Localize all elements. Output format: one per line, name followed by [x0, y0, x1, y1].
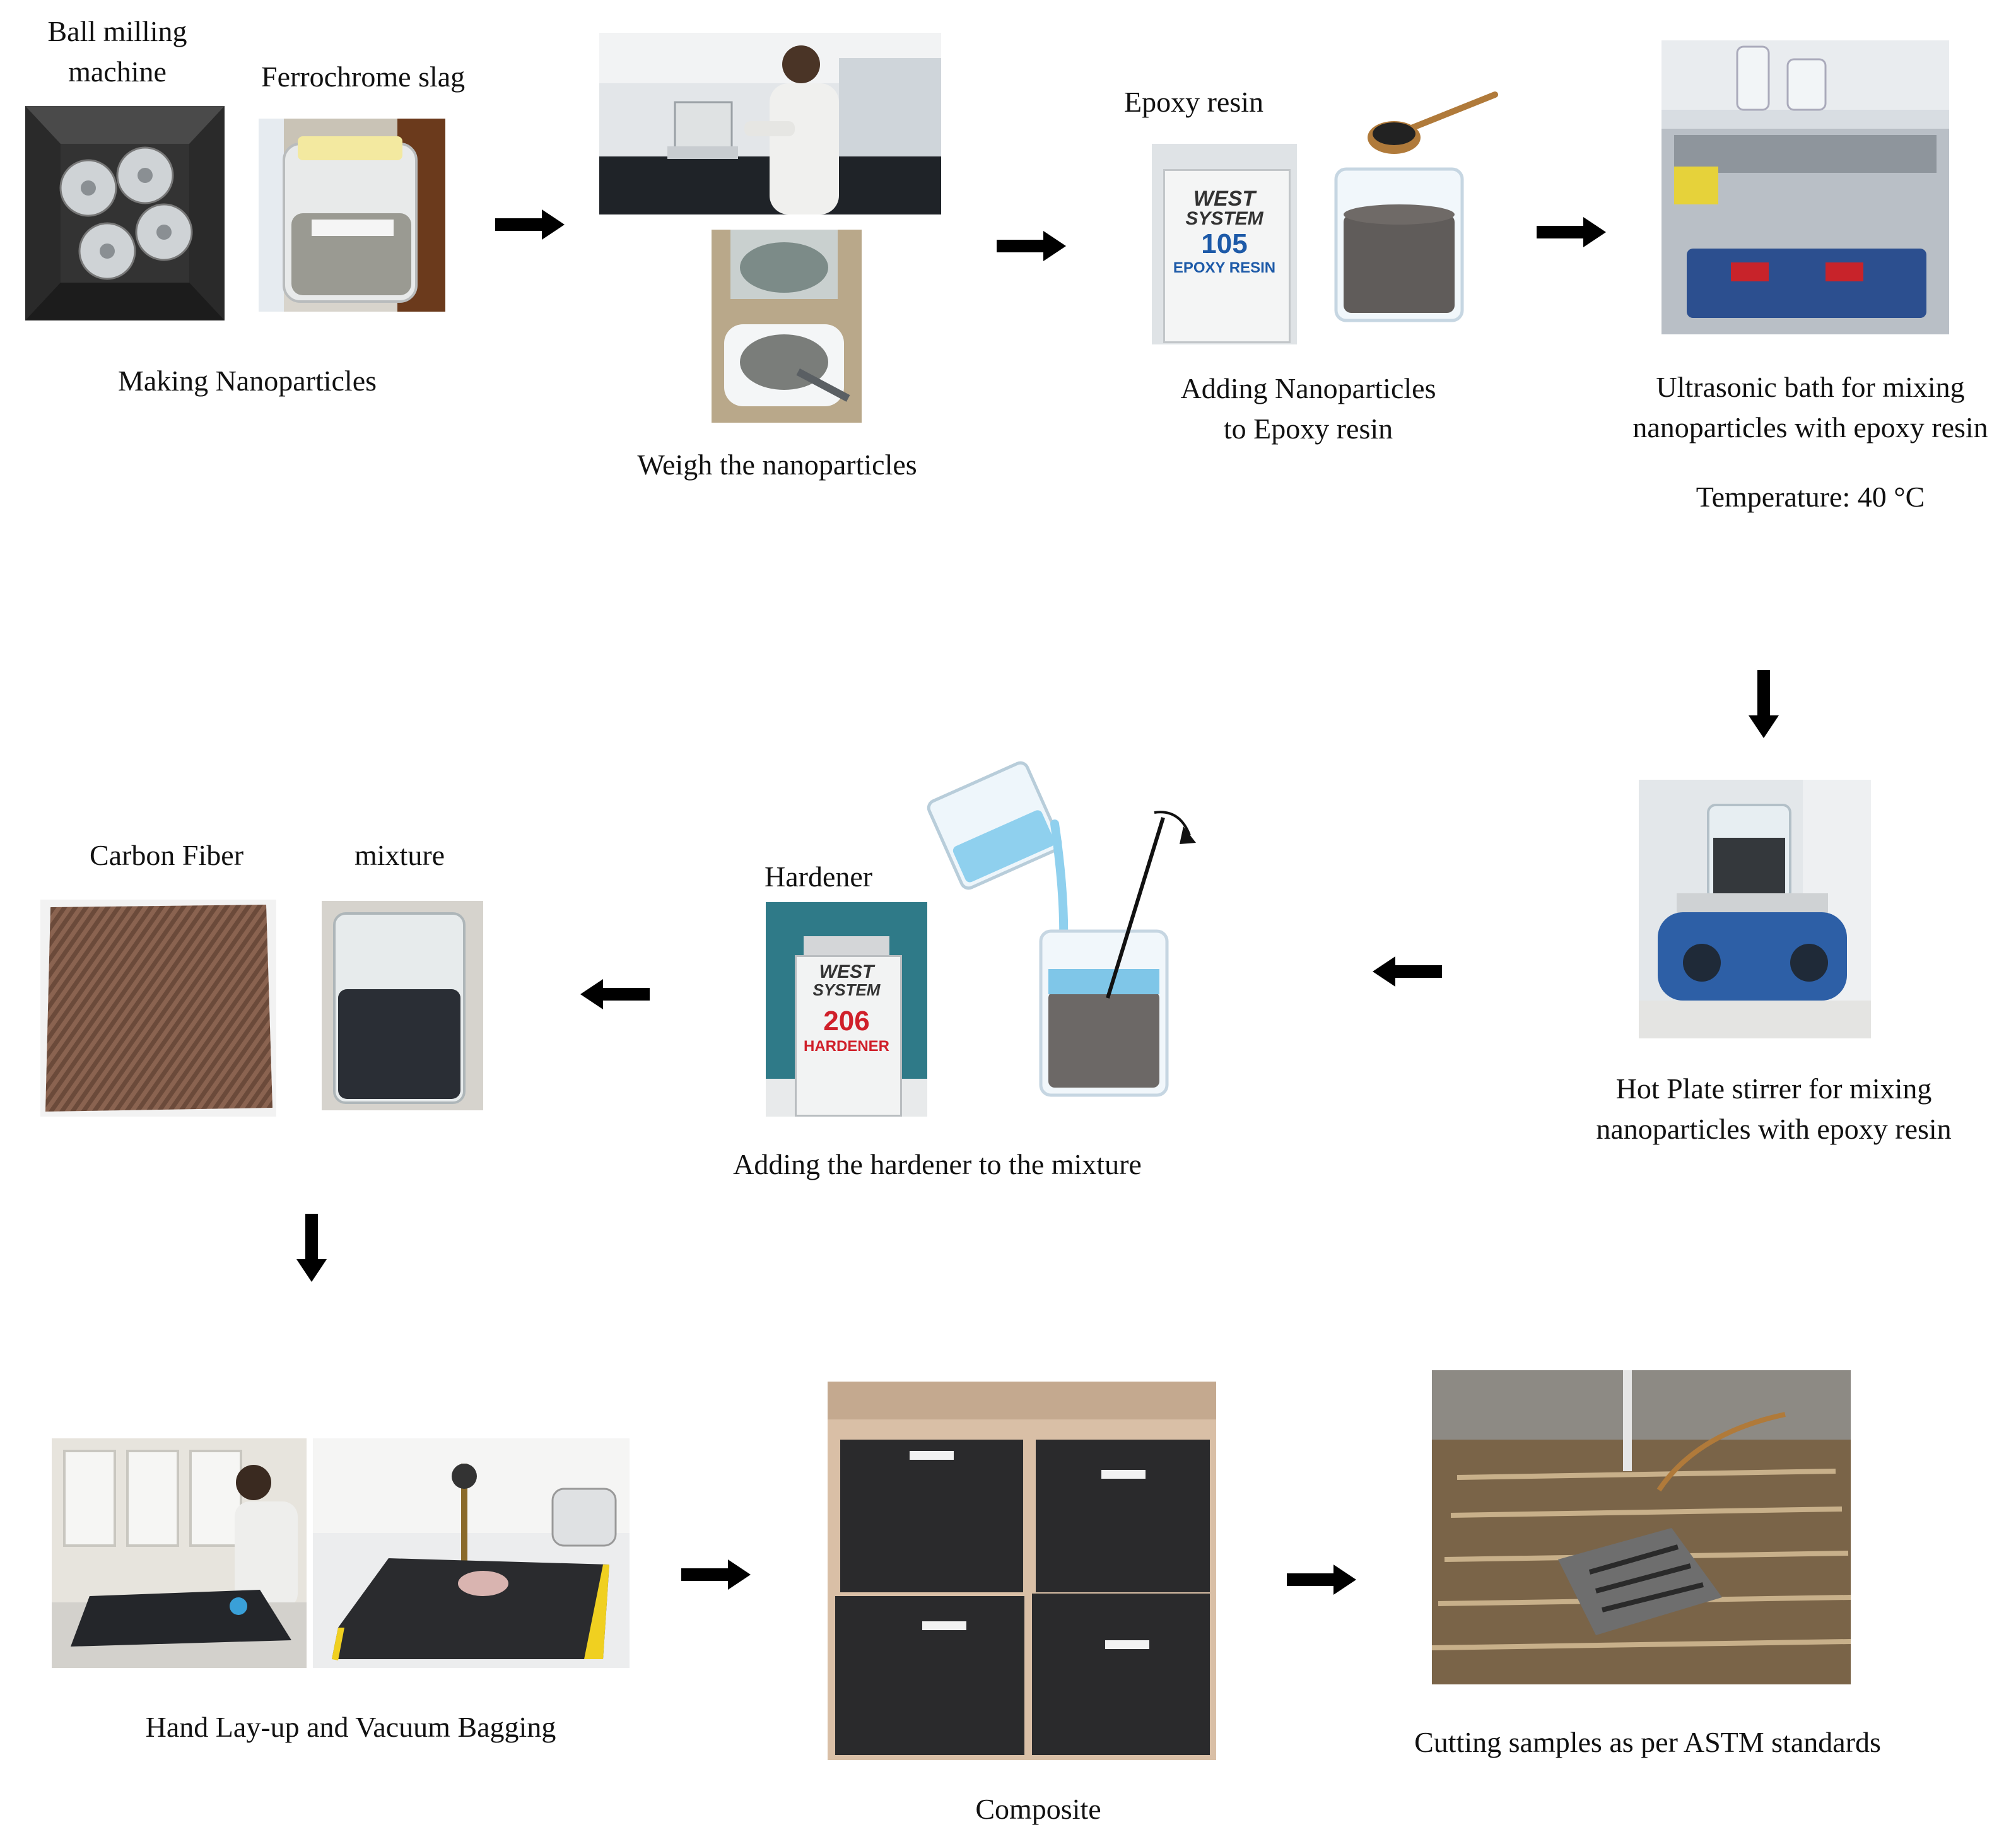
down-arrow-right	[1746, 670, 1781, 738]
composite-sheets-photo	[828, 1382, 1216, 1760]
adding-hardener-label: Adding the hardener to the mixture	[733, 1148, 1142, 1180]
epoxy-brand-line1: WEST	[1193, 187, 1256, 211]
right-arrow-4	[681, 1557, 751, 1592]
ultrasonic-label-line1: Ultrasonic bath for mixing	[1656, 371, 1965, 403]
epoxy-resin-label: Epoxy resin	[1124, 86, 1264, 118]
weighing-sample-photo	[712, 230, 862, 423]
waterjet-cutting-photo	[1432, 1370, 1851, 1684]
adding-nanoparticles-label-line2: to Epoxy resin	[1223, 413, 1393, 445]
left-arrow-2	[580, 977, 650, 1012]
hardener-number: 206	[823, 1006, 870, 1037]
ultrasonic-bath-photo	[1661, 40, 1949, 334]
hand-layup-photo	[52, 1438, 307, 1668]
hot-plate-label-line1: Hot Plate stirrer for mixing	[1615, 1072, 1932, 1105]
epoxy-brand-line2: SYSTEM	[1185, 208, 1263, 229]
mixture-beaker-photo	[322, 901, 483, 1110]
hot-plate-label-line2: nanoparticles with epoxy resin	[1596, 1113, 1952, 1145]
beaker-with-spoon-illustration	[1325, 88, 1501, 328]
making-nanoparticles-label: Making Nanoparticles	[117, 365, 377, 397]
epoxy-name: EPOXY RESIN	[1173, 259, 1276, 276]
hot-plate-stirrer-photo	[1639, 780, 1871, 1038]
epoxy-number: 105	[1201, 228, 1248, 259]
ferrochrome-slag-jar-photo	[259, 119, 445, 312]
temperature-label: Temperature: 40 °C	[1696, 481, 1925, 513]
hardener-brand-line2: SYSTEM	[812, 980, 881, 999]
carbon-fiber-photo	[40, 900, 276, 1117]
hardener-can-photo: WEST SYSTEM 206 HARDENER	[766, 902, 927, 1117]
adding-nanoparticles-label-line1: Adding Nanoparticles	[1180, 372, 1436, 404]
vacuum-bagging-photo	[313, 1438, 630, 1668]
mixture-label: mixture	[355, 839, 445, 871]
weighing-lab-photo	[599, 33, 941, 214]
right-arrow-3	[1537, 214, 1606, 250]
ultrasonic-label-line2: nanoparticles with epoxy resin	[1632, 411, 1988, 443]
down-arrow-left	[294, 1214, 329, 1282]
cutting-samples-label: Cutting samples as per ASTM standards	[1414, 1726, 1881, 1758]
ball-milling-machine-label-line2: machine	[68, 56, 167, 88]
hand-layup-label: Hand Lay-up and Vacuum Bagging	[145, 1711, 556, 1743]
right-arrow-5	[1287, 1562, 1356, 1597]
ferrochrome-slag-label: Ferrochrome slag	[261, 61, 466, 93]
carbon-fiber-label: Carbon Fiber	[90, 839, 244, 871]
hardener-brand-line1: WEST	[819, 961, 874, 982]
hardener-label: Hardener	[765, 860, 873, 893]
right-arrow-1	[495, 207, 565, 242]
right-arrow-2	[997, 228, 1066, 264]
ball-milling-machine-photo	[25, 106, 225, 320]
epoxy-resin-can-photo: WEST SYSTEM 105 EPOXY RESIN	[1152, 144, 1297, 344]
weigh-nanoparticles-label: Weigh the nanoparticles	[637, 449, 917, 481]
ball-milling-machine-label-line1: Ball milling	[47, 15, 187, 47]
hardener-name: HARDENER	[803, 1038, 889, 1055]
composite-label: Composite	[975, 1793, 1101, 1825]
left-arrow-1	[1373, 954, 1442, 989]
pouring-hardener-illustration	[915, 755, 1205, 1108]
